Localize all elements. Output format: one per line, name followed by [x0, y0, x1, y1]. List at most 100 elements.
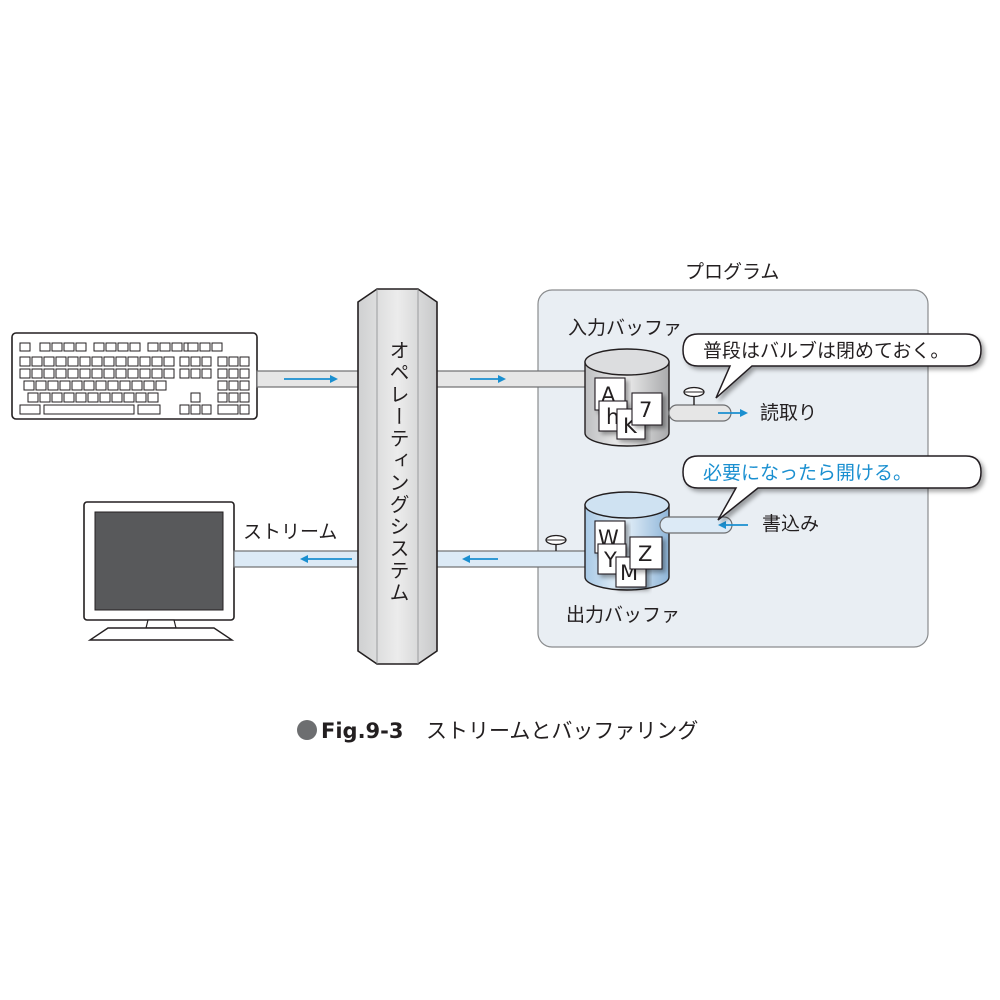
valve-icon — [683, 386, 705, 405]
keyboard-key — [111, 392, 123, 403]
keyboard-key — [19, 356, 31, 367]
keyboard-key — [115, 368, 127, 379]
keyboard-key — [155, 380, 167, 391]
keyboard-key — [115, 356, 127, 367]
keyboard-key — [239, 356, 250, 367]
output-buffer-label: 出力バッファ — [566, 604, 680, 626]
keyboard-key — [135, 392, 147, 403]
keyboard-key — [217, 392, 228, 403]
svg-text:h: h — [606, 405, 619, 429]
keyboard-key — [63, 392, 75, 403]
keyboard-key — [211, 342, 223, 352]
keyboard-key — [179, 356, 190, 367]
keyboard-key — [47, 380, 59, 391]
keyboard-key — [75, 342, 87, 352]
valve-icon — [545, 534, 567, 551]
monitor-screen — [94, 511, 224, 611]
keyboard-key — [117, 342, 129, 352]
keyboard-key — [71, 380, 83, 391]
keyboard-key — [163, 368, 175, 379]
data-card: 7 — [631, 392, 663, 426]
keyboard-key — [35, 380, 47, 391]
keyboard-key — [190, 368, 201, 379]
keyboard-key — [228, 392, 239, 403]
keyboard-key — [51, 342, 63, 352]
keyboard-key — [23, 380, 35, 391]
stream-label: ストリーム — [243, 521, 337, 543]
keyboard-key — [59, 380, 71, 391]
svg-text:Z: Z — [638, 542, 652, 566]
input-buffer-label: 入力バッファ — [568, 317, 682, 339]
keyboard-key — [123, 392, 135, 403]
caption-text: ストリームとバッファリング — [426, 719, 698, 743]
program-label: プログラム — [685, 261, 779, 283]
keyboard-key — [39, 392, 51, 403]
keyboard-key — [93, 342, 105, 352]
write-label: 書込み — [762, 513, 819, 535]
keyboard-key — [19, 368, 31, 379]
keyboard-key — [239, 380, 250, 391]
keyboard-key — [217, 356, 228, 367]
keyboard-key — [159, 342, 171, 352]
keyboard-key — [151, 368, 163, 379]
keyboard-key — [228, 380, 239, 391]
output-buffer-data-cards: W Y M Z — [594, 520, 663, 588]
keyboard-to-os-pipe — [256, 370, 364, 388]
input-buffer-data-cards: A h K 7 — [594, 377, 663, 440]
keyboard-key — [105, 342, 117, 352]
keyboard-key — [127, 368, 139, 379]
keyboard-key — [103, 356, 115, 367]
keyboard-key — [79, 356, 91, 367]
figure-caption: Fig.9-3 ストリームとバッファリング — [297, 719, 698, 743]
keyboard-key — [87, 392, 99, 403]
caption-bullet-icon — [297, 720, 317, 740]
keyboard-key — [55, 368, 67, 379]
os-label: オペレーティングシステム — [386, 340, 410, 604]
keyboard-key — [139, 368, 151, 379]
keyboard-key — [119, 380, 131, 391]
keyboard-key — [91, 368, 103, 379]
keyboard-key — [179, 404, 190, 415]
keyboard-key — [190, 404, 201, 415]
data-card: Z — [629, 536, 663, 570]
keyboard-key — [67, 368, 79, 379]
valve-closed-callout: 普段はバルブは閉めておく。 — [682, 333, 982, 399]
keyboard-key — [137, 404, 161, 415]
write-pipe — [659, 516, 748, 534]
keyboard-key — [43, 368, 55, 379]
keyboard-key — [201, 356, 212, 367]
keyboard-key — [239, 392, 250, 403]
caption-fig-number: Fig.9-3 — [321, 719, 404, 743]
keyboard-key — [75, 392, 87, 403]
keyboard-key — [217, 380, 228, 391]
keyboard-key — [51, 392, 63, 403]
keyboard-key — [201, 404, 212, 415]
keyboard-key — [217, 368, 228, 379]
keyboard-key — [199, 342, 211, 352]
keyboard-key — [129, 342, 141, 352]
keyboard-key — [19, 342, 31, 352]
keyboard-key — [91, 356, 103, 367]
keyboard-key — [217, 404, 239, 415]
keyboard-key — [55, 356, 67, 367]
output-buffer-to-os-pipe — [431, 550, 596, 568]
keyboard-key — [95, 380, 107, 391]
keyboard-key — [190, 356, 201, 367]
keyboard-key — [27, 392, 39, 403]
keyboard-key — [31, 368, 43, 379]
keyboard-key — [201, 368, 212, 379]
keyboard-key — [239, 368, 250, 379]
monitor-icon — [83, 501, 235, 641]
bubble-closed-text: 普段はバルブは閉めておく。 — [703, 339, 949, 362]
keyboard-key — [143, 380, 155, 391]
keyboard-key — [99, 392, 111, 403]
svg-text:Y: Y — [603, 548, 617, 572]
keyboard-key — [228, 368, 239, 379]
keyboard-key — [63, 342, 75, 352]
keyboard-key — [190, 392, 201, 403]
keyboard-key — [103, 368, 115, 379]
keyboard-key — [43, 356, 55, 367]
keyboard-key — [19, 404, 41, 415]
bubble-open-text: 必要になったら開ける。 — [703, 462, 912, 484]
